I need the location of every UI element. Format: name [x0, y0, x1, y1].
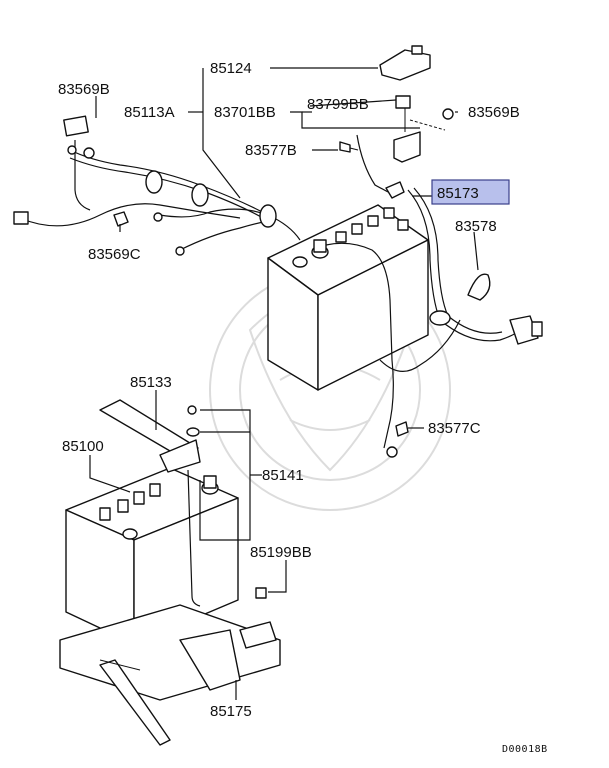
- label-85124: 85124: [210, 60, 252, 77]
- label-83701bb: 83701BB: [214, 104, 276, 121]
- label-85175: 85175: [210, 703, 252, 720]
- highlight-85173: [431, 179, 510, 205]
- label-85173: 85173: [437, 185, 479, 202]
- label-85141: 85141: [262, 467, 304, 484]
- part-85124: [379, 45, 431, 81]
- label-85100: 85100: [62, 438, 104, 455]
- label-83578: 83578: [455, 218, 497, 235]
- label-83569b-right: 83569B: [468, 104, 520, 121]
- label-83799bb: 83799BB: [307, 96, 369, 113]
- label-83569c: 83569C: [88, 246, 141, 263]
- diagram-code: D00018B: [502, 744, 548, 755]
- cable-ring-terminal: [386, 446, 398, 458]
- right-harness: [407, 187, 543, 345]
- battery-tray: [59, 587, 281, 746]
- label-85113a: 85113A: [124, 104, 175, 121]
- battery-cable: [325, 242, 394, 449]
- small-hardware: [83, 108, 454, 437]
- cable-branch: [379, 319, 461, 372]
- hold-down-bracket: [99, 399, 201, 607]
- label-83577b: 83577B: [245, 142, 297, 159]
- label-83577c: 83577C: [428, 420, 481, 437]
- leader-lines: [89, 67, 479, 700]
- lower-battery: [65, 467, 239, 645]
- fuse-assembly: [356, 95, 446, 199]
- wire-harness: [13, 115, 301, 256]
- label-83569b-left: 83569B: [58, 81, 110, 98]
- label-85199bb: 85199BB: [250, 544, 312, 561]
- upper-battery: [267, 204, 429, 391]
- label-85133: 85133: [130, 374, 172, 391]
